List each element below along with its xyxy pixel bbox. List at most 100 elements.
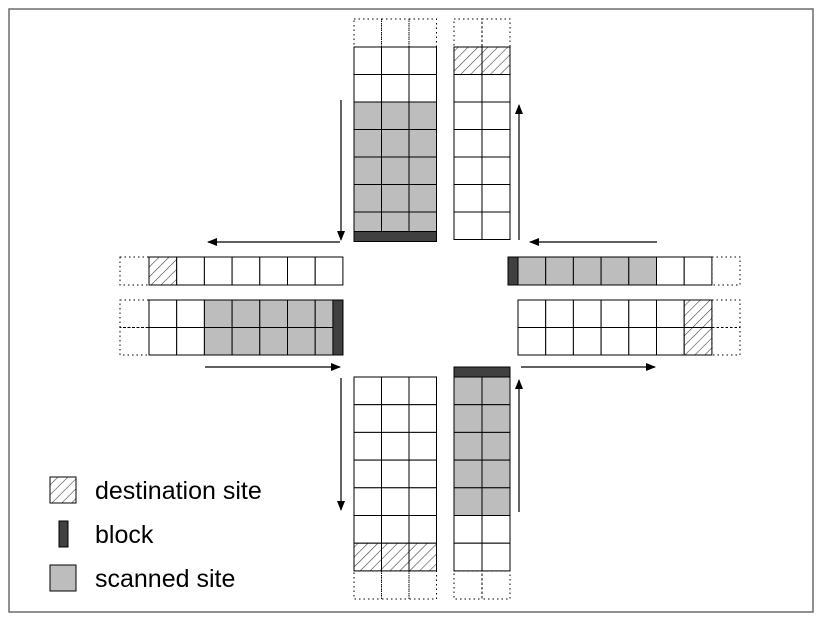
site-cell [353, 487, 382, 516]
site-cell [481, 515, 511, 544]
site-cell [353, 515, 382, 544]
site-cell [517, 299, 547, 328]
scanned-site [408, 184, 437, 213]
site-cell [408, 74, 437, 103]
site-cell [353, 431, 382, 461]
road-stub-cell [353, 18, 382, 48]
scanned-site [381, 184, 410, 213]
site-cell [481, 101, 511, 130]
scanned-site [481, 376, 511, 406]
site-cell [287, 256, 316, 286]
site-cell [408, 515, 437, 544]
site-cell [353, 74, 382, 103]
site-cell [381, 487, 410, 516]
road-arm-west-outbound [119, 256, 344, 286]
site-cell [203, 256, 233, 286]
site-cell [545, 299, 574, 328]
destination-site [683, 327, 713, 356]
site-cell [453, 211, 483, 240]
scanned-site [353, 129, 382, 158]
road-stub-cell [481, 18, 511, 48]
site-cell [656, 299, 685, 328]
site-cell [381, 459, 410, 489]
site-cell [656, 327, 685, 356]
site-cell [408, 376, 437, 406]
site-cell [481, 156, 511, 185]
site-cell [381, 404, 410, 433]
site-cell [381, 46, 410, 75]
site-cell [148, 299, 178, 328]
site-cell [408, 459, 437, 489]
scanned-site [408, 156, 437, 185]
road-arm-east-outbound [517, 299, 741, 356]
site-cell [481, 129, 511, 158]
scanned-site [203, 299, 233, 328]
dark-bar-icon [58, 520, 69, 548]
scanned-site [353, 101, 382, 130]
destination-site [148, 256, 178, 286]
site-cell [572, 299, 602, 328]
scanned-site [545, 256, 574, 286]
scanned-site [231, 299, 261, 328]
site-cell [453, 129, 483, 158]
destination-site [353, 542, 382, 572]
legend-label-destination: destination site [95, 477, 262, 505]
block-bar [353, 231, 437, 242]
scanned-site [408, 129, 437, 158]
site-cell [628, 299, 657, 328]
site-cell [453, 74, 483, 103]
scanned-site [453, 431, 483, 461]
road-arm-west-inbound [119, 299, 344, 356]
site-cell [683, 256, 713, 286]
destination-site [453, 46, 483, 75]
road-arm-south-inbound [453, 366, 511, 600]
site-cell [481, 184, 511, 213]
road-arm-north-inbound [353, 18, 437, 242]
flow-arrows [205, 100, 657, 512]
road-stub-cell [453, 18, 483, 48]
road-arm-north-outbound [453, 18, 511, 240]
block-bar [507, 256, 519, 286]
scanned-site [231, 327, 261, 356]
scanned-site [203, 327, 233, 356]
site-cell [600, 299, 630, 328]
site-cell [600, 327, 630, 356]
legend-label-block: block [95, 521, 154, 549]
scanned-site [353, 156, 382, 185]
scanned-site [453, 487, 483, 516]
scanned-site [287, 327, 316, 356]
scanned-site [628, 256, 657, 286]
scanned-site [481, 459, 511, 489]
site-cell [545, 327, 574, 356]
destination-site [683, 299, 713, 328]
destination-site [481, 46, 511, 75]
legend-item-block: block [58, 520, 154, 549]
road-stub-cell [711, 327, 741, 356]
block-bar [453, 366, 511, 378]
site-cell [176, 327, 205, 356]
site-cell [353, 376, 382, 406]
road-stub-cell [711, 256, 741, 286]
site-cell [176, 256, 205, 286]
scanned-site [572, 256, 602, 286]
scanned-site [381, 101, 410, 130]
site-cell [453, 515, 483, 544]
legend-item-scanned: scanned site [49, 564, 235, 593]
scanned-site [408, 101, 437, 130]
site-cell [231, 256, 261, 286]
destination-site [408, 542, 437, 572]
site-cell [381, 431, 410, 461]
scanned-site [600, 256, 630, 286]
scanned-site [453, 376, 483, 406]
legend-label-scanned: scanned site [95, 565, 235, 593]
site-cell [381, 376, 410, 406]
site-cell [408, 431, 437, 461]
road-stub-cell [711, 299, 741, 328]
scanned-site [481, 487, 511, 516]
road-stub-cell [119, 299, 150, 328]
hatched-square-icon [49, 476, 77, 504]
scanned-site [453, 459, 483, 489]
road-arm-east-inbound [507, 256, 741, 286]
destination-site [381, 542, 410, 572]
